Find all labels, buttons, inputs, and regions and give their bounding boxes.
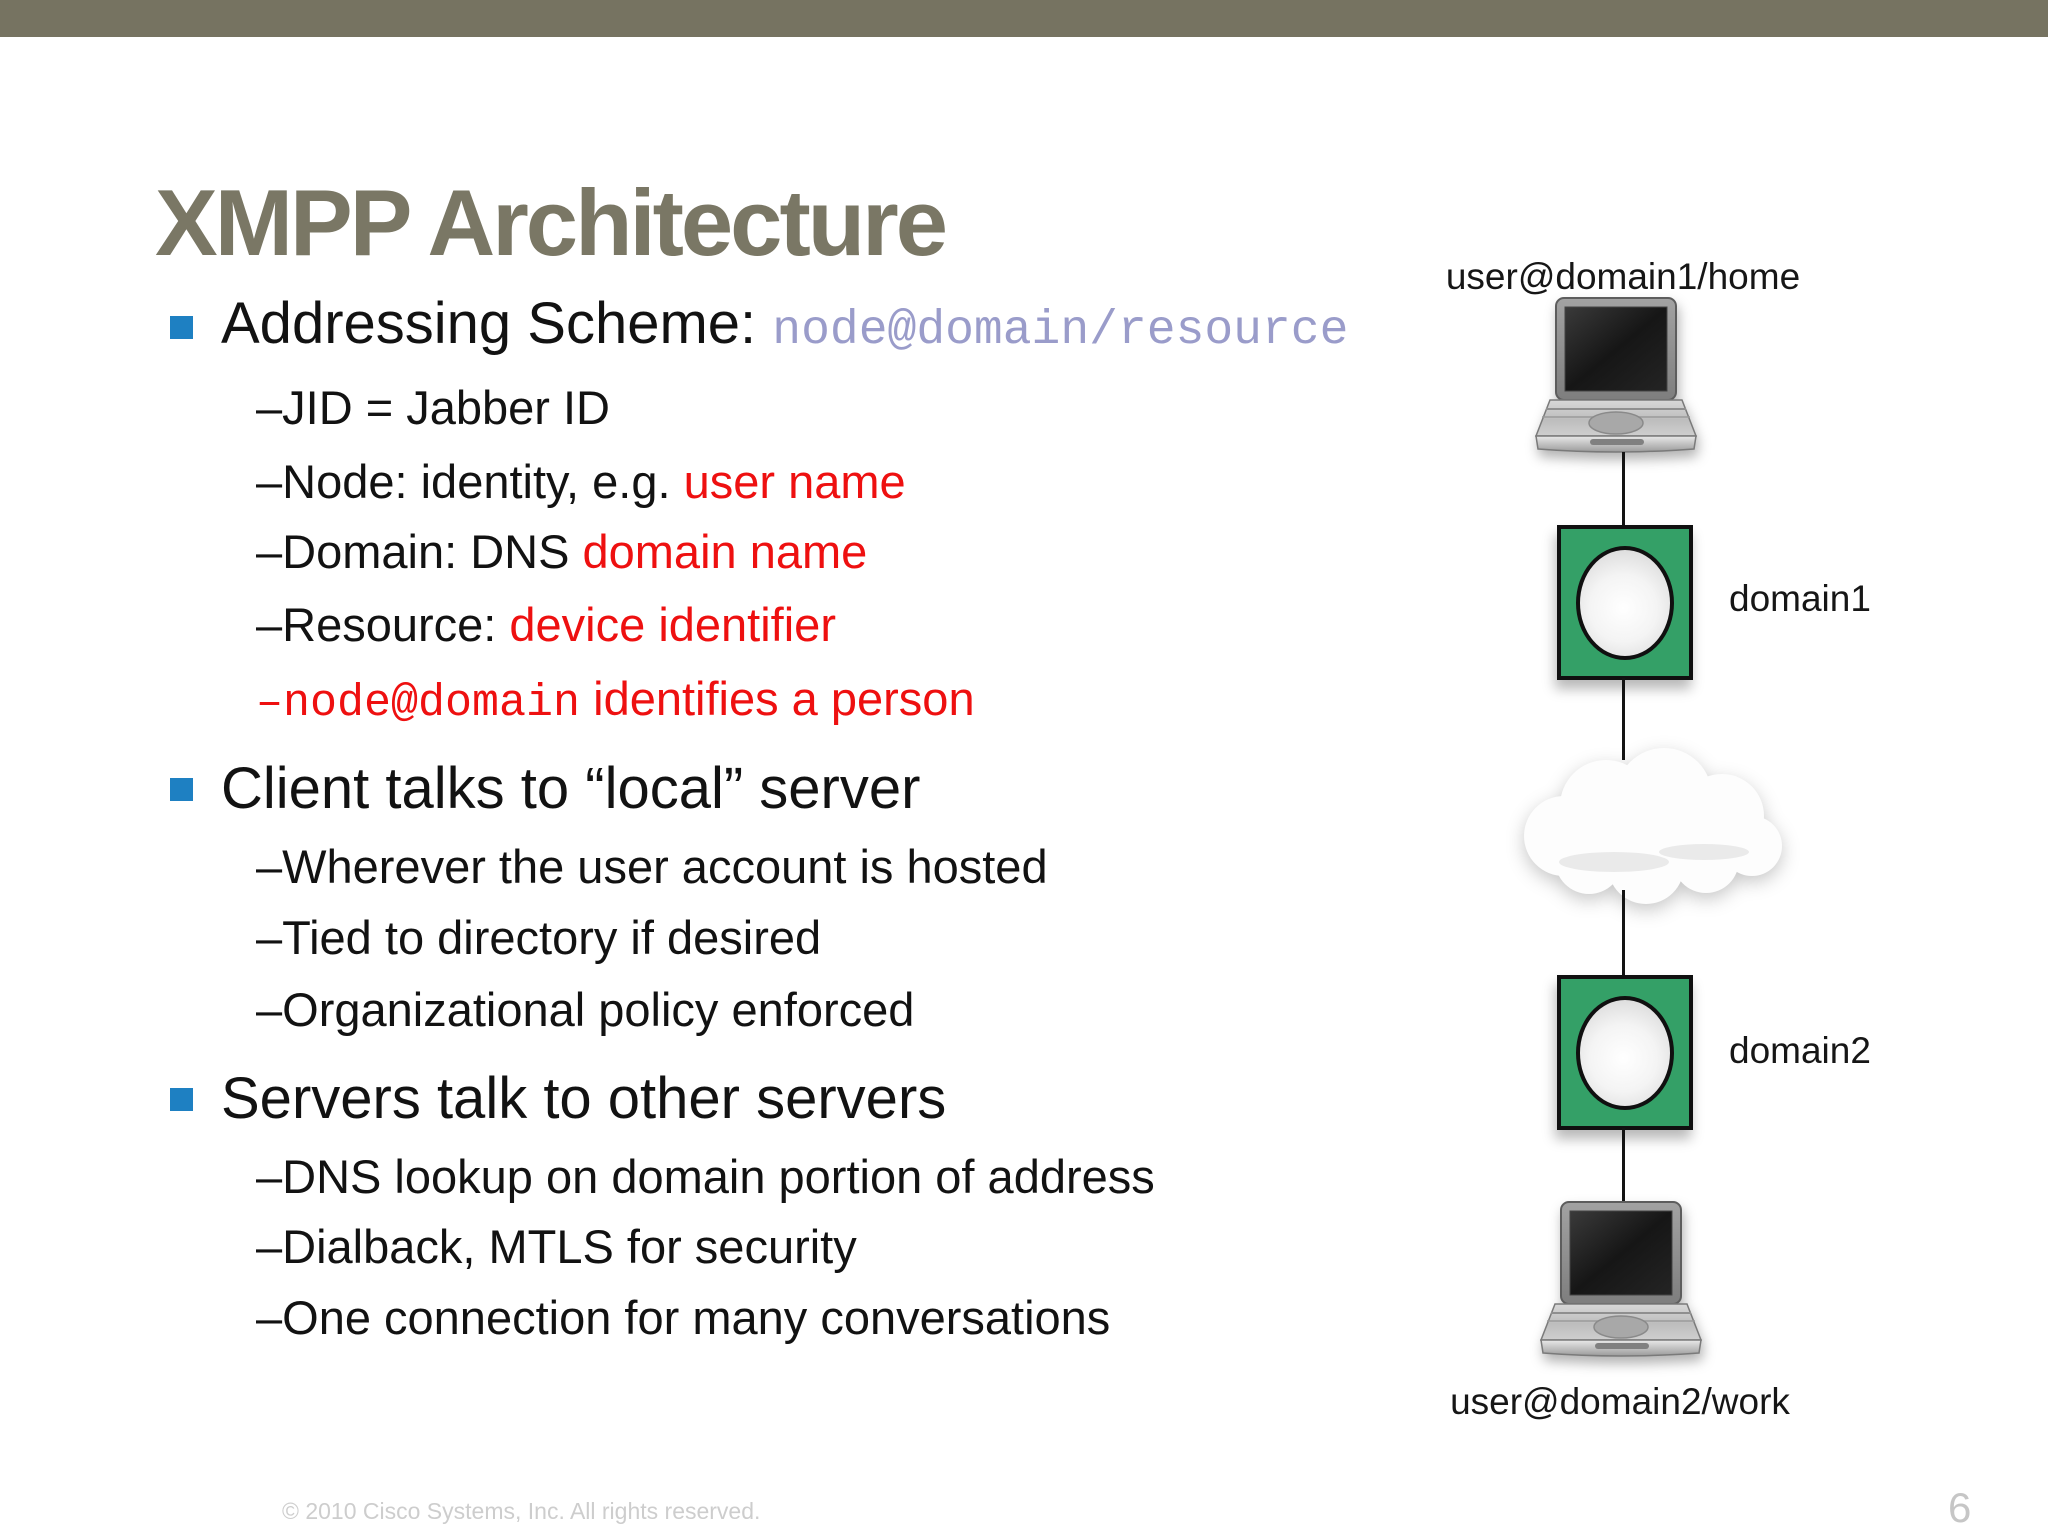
domain2-label: domain2 [1729, 1030, 1871, 1071]
laptop-icon [1533, 1200, 1709, 1364]
sub-bullet: –Organizational policy enforced [256, 982, 914, 1038]
top-band [0, 0, 2048, 37]
bullet-square-icon [170, 316, 193, 339]
connector-line [1622, 890, 1625, 980]
sub-bullet-code: –node@domain [256, 678, 581, 729]
page-number: 6 [1948, 1484, 1972, 1531]
sub-bullet-text: –Wherever the user account is hosted [256, 840, 1048, 893]
sub-bullet: –Domain: DNS domain name [256, 524, 867, 580]
domain1-label: domain1 [1729, 578, 1871, 619]
sub-bullet-text: –Organizational policy enforced [256, 983, 915, 1036]
sub-bullet-emphasis: device identifier [509, 598, 836, 651]
sub-bullet-text: –JID = Jabber ID [256, 381, 610, 434]
server-box-domain1 [1557, 525, 1693, 680]
sub-bullet: –One connection for many conversations [256, 1290, 1110, 1346]
bullet-heading: Servers talk to other servers [221, 1066, 947, 1131]
bullet-square-icon [170, 1087, 193, 1111]
sub-bullet: –node@domain identifies a person [256, 671, 975, 732]
sub-bullet: –JID = Jabber ID [256, 380, 610, 436]
bullet-item-servers: Servers talk to other servers [170, 1067, 946, 1131]
bullet-square-icon [170, 777, 193, 801]
server-circle-icon [1576, 995, 1674, 1110]
sub-bullet-text: –Dialback, MTLS for security [256, 1220, 857, 1273]
laptop-icon [1528, 296, 1704, 460]
sub-bullet-text: –Node: identity, e.g. [256, 455, 684, 508]
cloud-icon [1524, 748, 1782, 904]
sub-bullet: –DNS lookup on domain portion of address [256, 1149, 1155, 1205]
sub-bullet-emphasis: identifies a person [580, 672, 975, 725]
sub-bullet-emphasis: domain name [582, 525, 868, 578]
page-title: XMPP Architecture [155, 170, 948, 275]
heading-text: Addressing Scheme: [221, 291, 773, 356]
copyright-text: © 2010 Cisco Systems, Inc. All rights re… [282, 1498, 761, 1524]
server-circle-icon [1576, 545, 1674, 660]
bullet-item-addressing: Addressing Scheme: node@domain/resource [170, 292, 1348, 363]
client2-label: user@domain2/work [1450, 1381, 1790, 1422]
bullet-heading: Addressing Scheme: node@domain/resource [221, 292, 1348, 363]
sub-bullet: –Dialback, MTLS for security [256, 1219, 857, 1275]
sub-bullet-text: –Tied to directory if desired [256, 911, 822, 964]
sub-bullet: –Wherever the user account is hosted [256, 839, 1048, 895]
sub-bullet-text: –Domain: DNS [256, 525, 583, 578]
sub-bullet: –Node: identity, e.g. user name [256, 454, 906, 510]
sub-bullet: –Resource: device identifier [256, 597, 836, 653]
sub-bullet: –Tied to directory if desired [256, 910, 821, 966]
connector-line [1622, 678, 1625, 760]
bullet-item-client: Client talks to “local” server [170, 757, 920, 821]
server-box-domain2 [1557, 975, 1693, 1130]
connector-line [1622, 452, 1625, 530]
sub-bullet-text: –Resource: [256, 598, 510, 651]
jid-format-code: node@domain/resource [772, 304, 1349, 358]
client1-label: user@domain1/home [1445, 256, 1801, 297]
connector-line [1622, 1128, 1625, 1208]
sub-bullet-emphasis: user name [683, 455, 906, 508]
bullet-heading: Client talks to “local” server [221, 756, 921, 821]
sub-bullet-text: –One connection for many conversations [256, 1291, 1111, 1344]
sub-bullet-text: –DNS lookup on domain portion of address [256, 1150, 1155, 1203]
